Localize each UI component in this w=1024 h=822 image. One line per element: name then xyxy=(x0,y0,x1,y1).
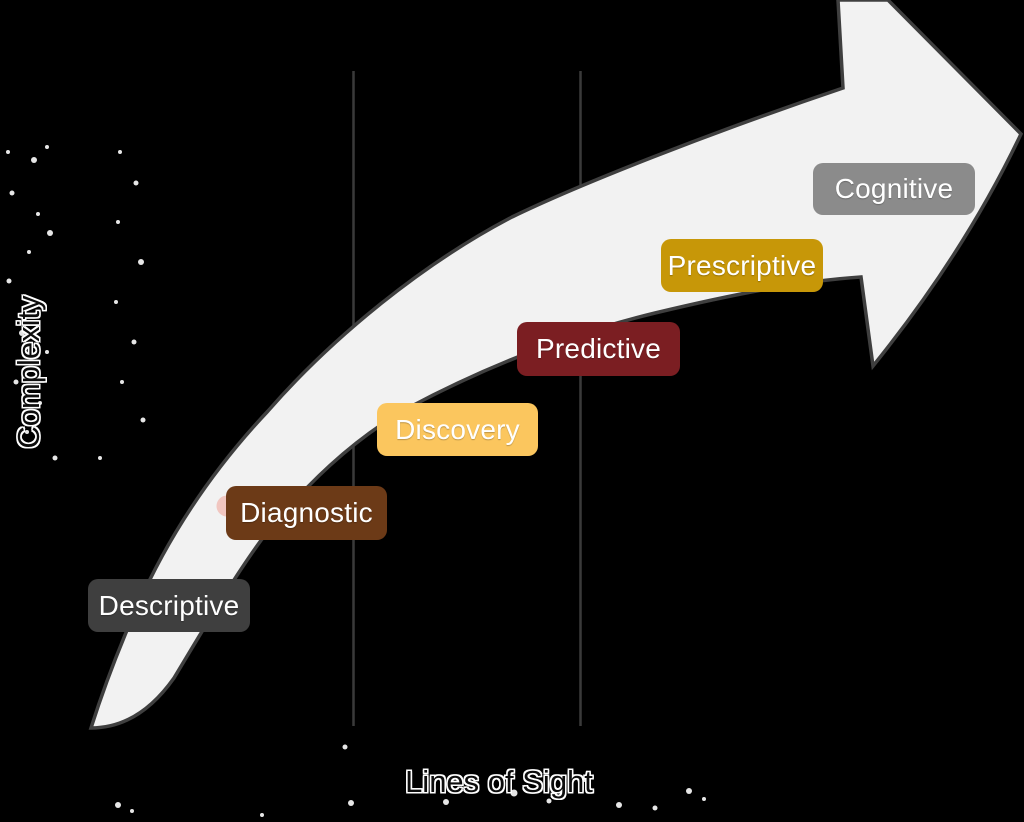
stage-box-cognitive: Cognitive xyxy=(813,163,975,215)
x-axis-label: Lines of Sight xyxy=(405,764,593,799)
noise-artifacts xyxy=(6,145,706,817)
stage-box-predictive: Predictive xyxy=(517,322,680,376)
stage-box-diagnostic: Diagnostic xyxy=(226,486,387,540)
y-axis-label: Complexity xyxy=(11,295,46,449)
stage-box-prescriptive: Prescriptive xyxy=(661,239,823,292)
stage-box-descriptive: Descriptive xyxy=(88,579,250,632)
stage-box-discovery: Discovery xyxy=(377,403,538,456)
